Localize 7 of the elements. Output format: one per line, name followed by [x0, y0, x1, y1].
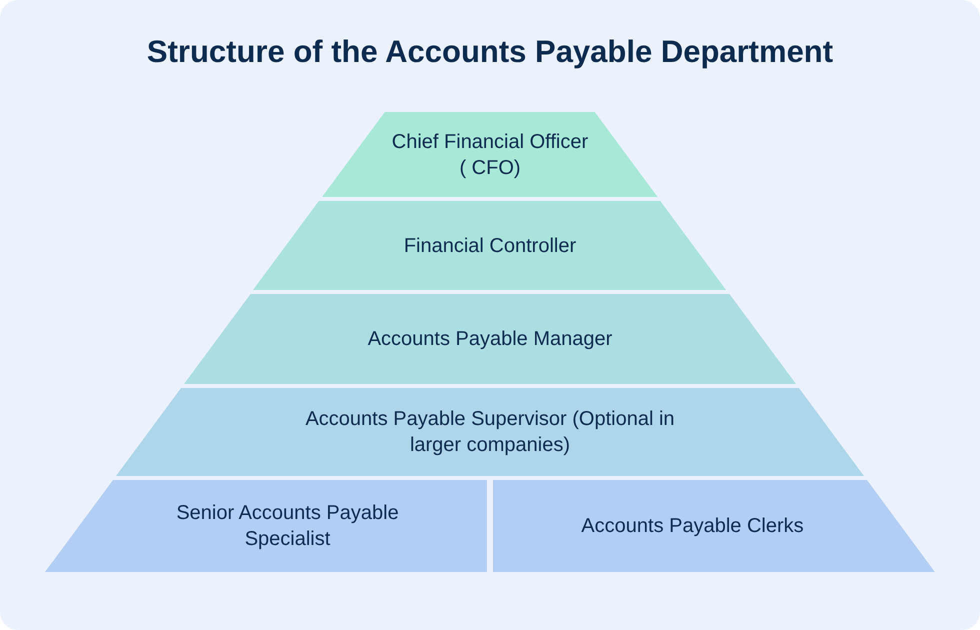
level-label: Chief Financial Officer ( CFO) — [390, 130, 590, 180]
level-label: Financial Controller — [404, 234, 576, 258]
level-label: Senior Accounts Payable Specialist — [175, 501, 400, 552]
level-label: Accounts Payable Manager — [368, 327, 612, 352]
level-label: Accounts Payable Clerks — [581, 514, 804, 539]
diagram-title: Structure of the Accounts Payable Department — [146, 34, 834, 70]
level-label: Accounts Payable Supervisor (Optional in larger companies) — [304, 407, 676, 458]
